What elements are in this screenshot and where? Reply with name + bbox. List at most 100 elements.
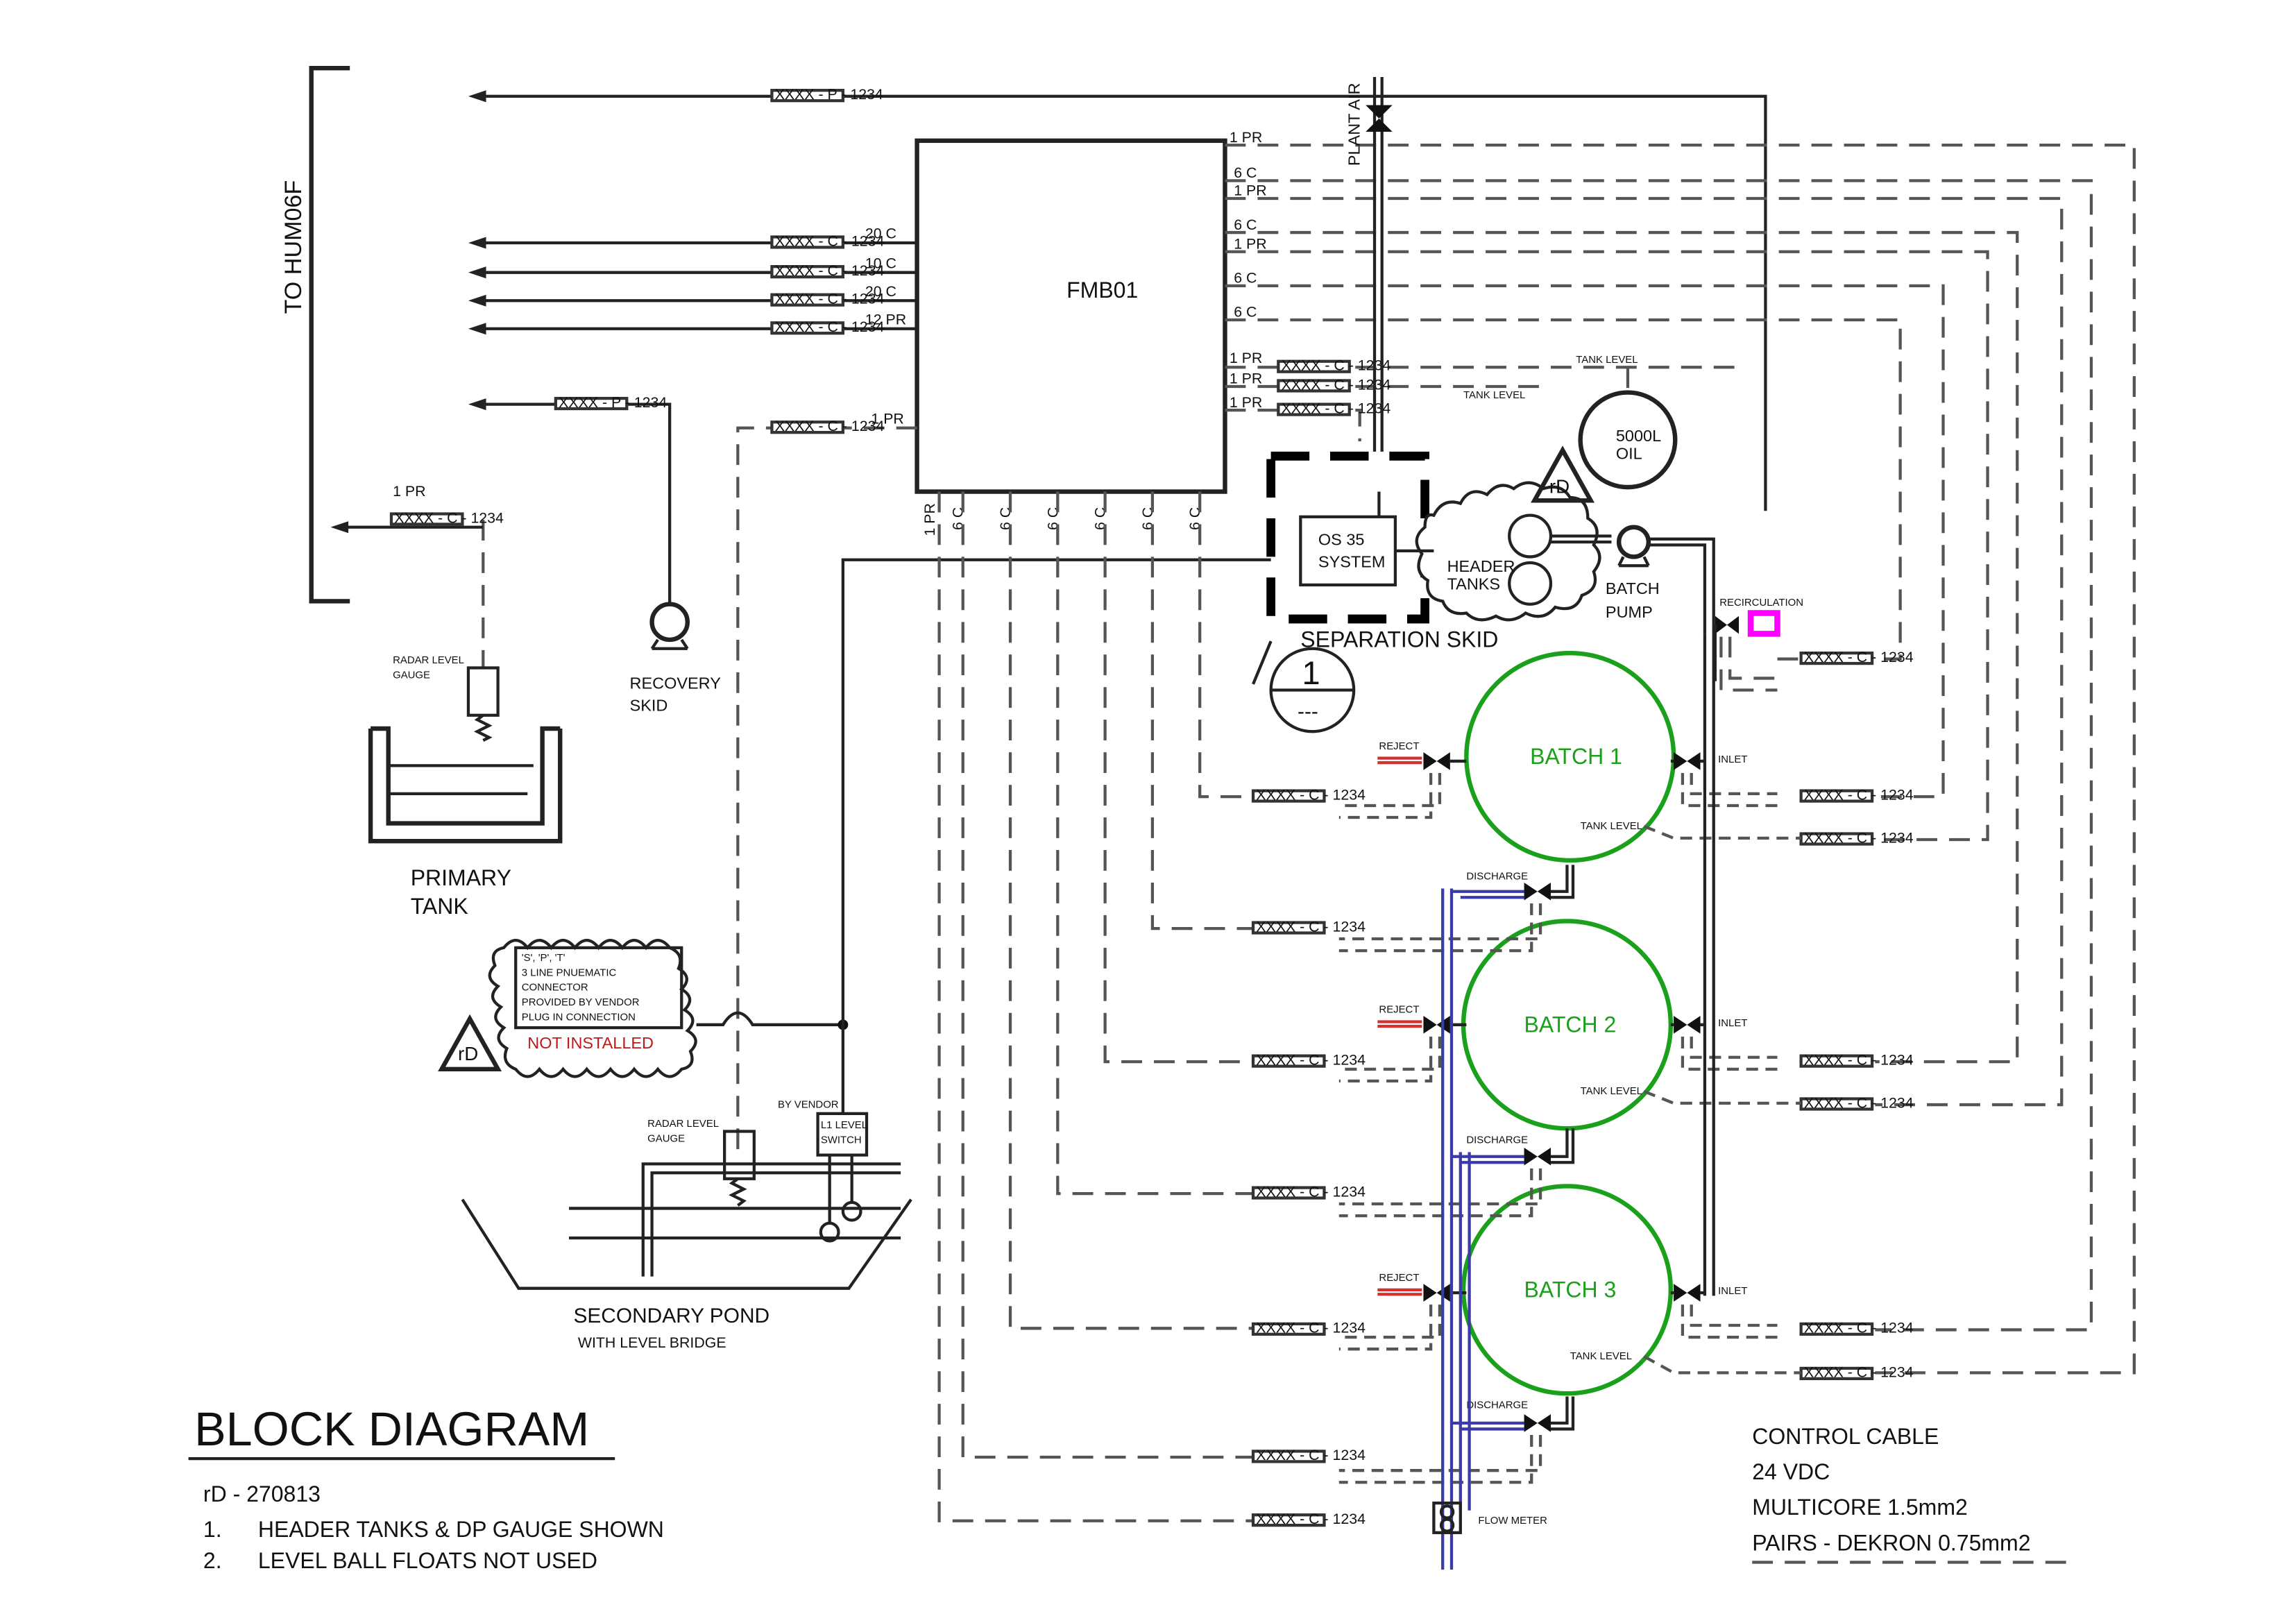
- rev-marker: rD: [1549, 476, 1570, 498]
- note-text: LEVEL BALL FLOATS NOT USED: [258, 1548, 597, 1573]
- oil-tank-label: 5000L: [1616, 427, 1661, 445]
- oil-tank-label: OIL: [1616, 445, 1642, 463]
- primary-tank-label: PRIMARY: [411, 865, 511, 890]
- reject-label: REJECT: [1379, 740, 1419, 752]
- svg-text:1 PR: 1 PR: [1230, 350, 1262, 366]
- reject-line: [1377, 1288, 1422, 1296]
- separation-skid-label: SEPARATION SKID: [1300, 627, 1498, 652]
- primary-tank-label: TANK: [411, 894, 468, 919]
- inlet-label: INLET: [1718, 1285, 1747, 1297]
- svg-text:PAIRS - DEKRON 0.75mm2: PAIRS - DEKRON 0.75mm2: [1752, 1530, 2030, 1555]
- radar-label: RADAR LEVEL: [393, 654, 464, 666]
- control-cable-legend: CONTROL CABLE 24 VDC MULTICORE 1.5mm2 PA…: [1752, 1424, 2068, 1564]
- primary-tank: 1 PR XXXX - C - 1234 RADAR LEVEL GAUGE P…: [330, 483, 563, 919]
- diagram-title: BLOCK DIAGRAM: [194, 1403, 589, 1456]
- flow-meter-label: FLOW METER: [1478, 1515, 1547, 1527]
- fmb-left-cable-label: 1 PR: [871, 410, 903, 427]
- detail-number: 1: [1302, 654, 1320, 691]
- cable-tag: [1799, 1054, 1874, 1068]
- cable-tag: [1251, 789, 1326, 803]
- rev-marker: rD: [458, 1043, 478, 1064]
- svg-text:1 PR: 1 PR: [1234, 182, 1266, 199]
- l1-switch-label: L1 LEVEL: [821, 1119, 867, 1131]
- os35-label: OS 35: [1318, 530, 1365, 548]
- tank-level-label: TANK LEVEL: [1581, 1085, 1642, 1097]
- svg-text:6 C: 6 C: [1234, 270, 1257, 287]
- batch-3-label: BATCH 3: [1524, 1277, 1617, 1302]
- svg-text:MULTICORE 1.5mm2: MULTICORE 1.5mm2: [1752, 1495, 1968, 1520]
- tank-level-label: TANK LEVEL: [1570, 1350, 1632, 1362]
- fmb01-box: FMB01: [915, 138, 1227, 494]
- reject-label: REJECT: [1379, 1272, 1419, 1284]
- signal-wire: [1338, 773, 1442, 819]
- recovery-skid-label: SKID: [630, 696, 668, 714]
- fmb-left-cable-label: 20 C: [865, 283, 896, 300]
- svg-text:1 PR: 1 PR: [1230, 371, 1262, 387]
- discharge-label: DISCHARGE: [1466, 1135, 1528, 1146]
- cable-tag-label: XXXX - C - 1234: [1256, 1183, 1366, 1200]
- tank-level-label: TANK LEVEL: [1581, 820, 1642, 832]
- valve-icon: [1674, 1284, 1701, 1302]
- cable-tag: [1251, 921, 1326, 935]
- header-tanks-label: TANKS: [1447, 575, 1501, 593]
- cable-tag-label: XXXX - C - 1234: [1804, 786, 1914, 803]
- svg-text:24 VDC: 24 VDC: [1752, 1459, 1830, 1484]
- recirculation: RECIRCULATION XXXX - C - 1234: [1713, 597, 1914, 692]
- radar-label: GAUGE: [393, 669, 430, 681]
- pipe: [1550, 865, 1575, 899]
- pipe: [1451, 1155, 1524, 1164]
- valve-icon: [1423, 1016, 1450, 1034]
- batch-pump: BATCH PUMP: [1606, 525, 1715, 634]
- svg-text:TANK LEVEL: TANK LEVEL: [1463, 389, 1525, 401]
- fmb-left-cable-label: 12 PR: [865, 311, 906, 328]
- header-tanks-label: HEADER: [1447, 557, 1515, 575]
- signal-wire: [1643, 1354, 1801, 1375]
- batch-2-label: BATCH 2: [1524, 1012, 1617, 1037]
- connector-note-line: CONNECTOR: [522, 982, 588, 994]
- cable-tag-label: XXXX - C - 1234: [1804, 1320, 1914, 1336]
- svg-text:1 PR: 1 PR: [1230, 394, 1262, 411]
- svg-text:1 PR: 1 PR: [1234, 236, 1266, 253]
- valve-icon: [1674, 752, 1701, 770]
- recirculation-label: RECIRCULATION: [1719, 597, 1803, 609]
- secondary-pond-label: WITH LEVEL BRIDGE: [578, 1334, 726, 1351]
- not-installed-label: NOT INSTALLED: [527, 1034, 654, 1052]
- valve-icon: [1674, 1016, 1701, 1034]
- connector-note-line: PLUG IN CONNECTION: [522, 1011, 636, 1023]
- to-hum06f-label: TO HUM06F: [280, 180, 307, 314]
- svg-text:XXXX - C - 1234: XXXX - C - 1234: [775, 418, 885, 434]
- fmb-bottom-cables: 1 PR 6 C 6 C 6 C 6 C 6 C 6 C: [921, 491, 1254, 1522]
- cable-tag-label: XXXX - C - 1234: [1804, 829, 1914, 846]
- cable-tag-label: XXXX - C - 1234: [1256, 1511, 1366, 1527]
- connector-note-line: PROVIDED BY VENDOR: [522, 996, 640, 1008]
- cable-tag: [1799, 789, 1874, 803]
- cable-tag: [1251, 1186, 1326, 1200]
- valve-icon: [1423, 1284, 1450, 1302]
- signal-wire: [1338, 903, 1542, 953]
- os35-label: SYSTEM: [1318, 552, 1385, 570]
- plant-air: PLANT AIR: [1345, 76, 1393, 452]
- cable-tag-label: XXXX - C - 1234: [1256, 1051, 1366, 1068]
- signal-wire: [1681, 1305, 1778, 1339]
- svg-text:TANK LEVEL: TANK LEVEL: [1576, 354, 1638, 366]
- valve-icon: [1524, 882, 1551, 901]
- inlet-label: INLET: [1718, 1017, 1747, 1029]
- signal-wire: [1681, 773, 1778, 808]
- pipe: [1550, 1128, 1575, 1164]
- batch-pump-label: BATCH: [1606, 579, 1660, 597]
- header-tanks: HEADER TANKS rD: [1395, 445, 1612, 622]
- recovery-skid: XXXX - P - 1234 RECOVERY SKID: [468, 394, 721, 714]
- pipe: [1550, 1396, 1575, 1431]
- detail-dash: ---: [1298, 700, 1318, 723]
- pipe: [1451, 1421, 1524, 1431]
- cable-tag-label: XXXX - C - 1234: [1804, 1094, 1914, 1111]
- batch-1-label: BATCH 1: [1530, 744, 1622, 769]
- note-number: 1.: [203, 1517, 222, 1542]
- note-number: 2.: [203, 1548, 222, 1573]
- to-hum06f-bracket: TO HUM06F: [280, 65, 350, 604]
- valve-icon: [1524, 1147, 1551, 1166]
- svg-text:XXXX - P - 1234: XXXX - P - 1234: [559, 394, 667, 411]
- discharge-label: DISCHARGE: [1466, 871, 1528, 883]
- cable-tag: [1799, 1322, 1874, 1336]
